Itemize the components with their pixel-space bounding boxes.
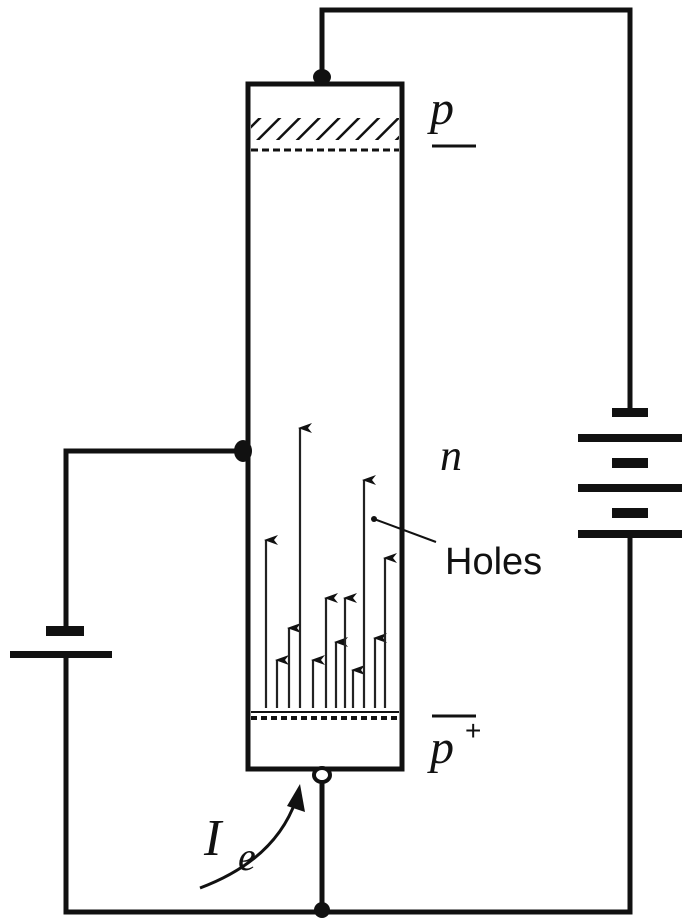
battery-single-cell-icon	[10, 626, 112, 658]
curved-arrow-icon	[199, 784, 305, 890]
p-layer-hatch	[251, 118, 399, 140]
battery-multi-cell-icon	[578, 408, 682, 538]
region-labels: p n Holes p + I e	[203, 82, 542, 879]
contact-points	[234, 69, 332, 918]
holes-label: Holes	[445, 541, 542, 583]
bottom-wire-dot	[314, 902, 330, 918]
bottom-contact-dot	[312, 766, 332, 784]
p-region-label: p	[427, 82, 454, 135]
current-arrow-head	[287, 784, 305, 812]
side-contact-dot	[234, 440, 252, 462]
holes-leader-line	[373, 518, 437, 543]
p-plus-superscript: +	[465, 715, 481, 746]
holes-pointer	[371, 516, 437, 543]
current-subscript: e	[238, 834, 256, 879]
hole-arrows	[264, 423, 397, 708]
current-arrow-path	[199, 799, 298, 890]
current-label: I	[203, 810, 224, 867]
n-region-label: n	[440, 431, 462, 480]
p-plus-region-label: p	[427, 721, 454, 774]
circuit-wires	[63, 7, 633, 915]
collector-wire	[319, 7, 633, 413]
emitter-wire	[63, 448, 249, 633]
collector-return-wire	[63, 532, 633, 915]
top-contact-dot	[313, 69, 331, 85]
